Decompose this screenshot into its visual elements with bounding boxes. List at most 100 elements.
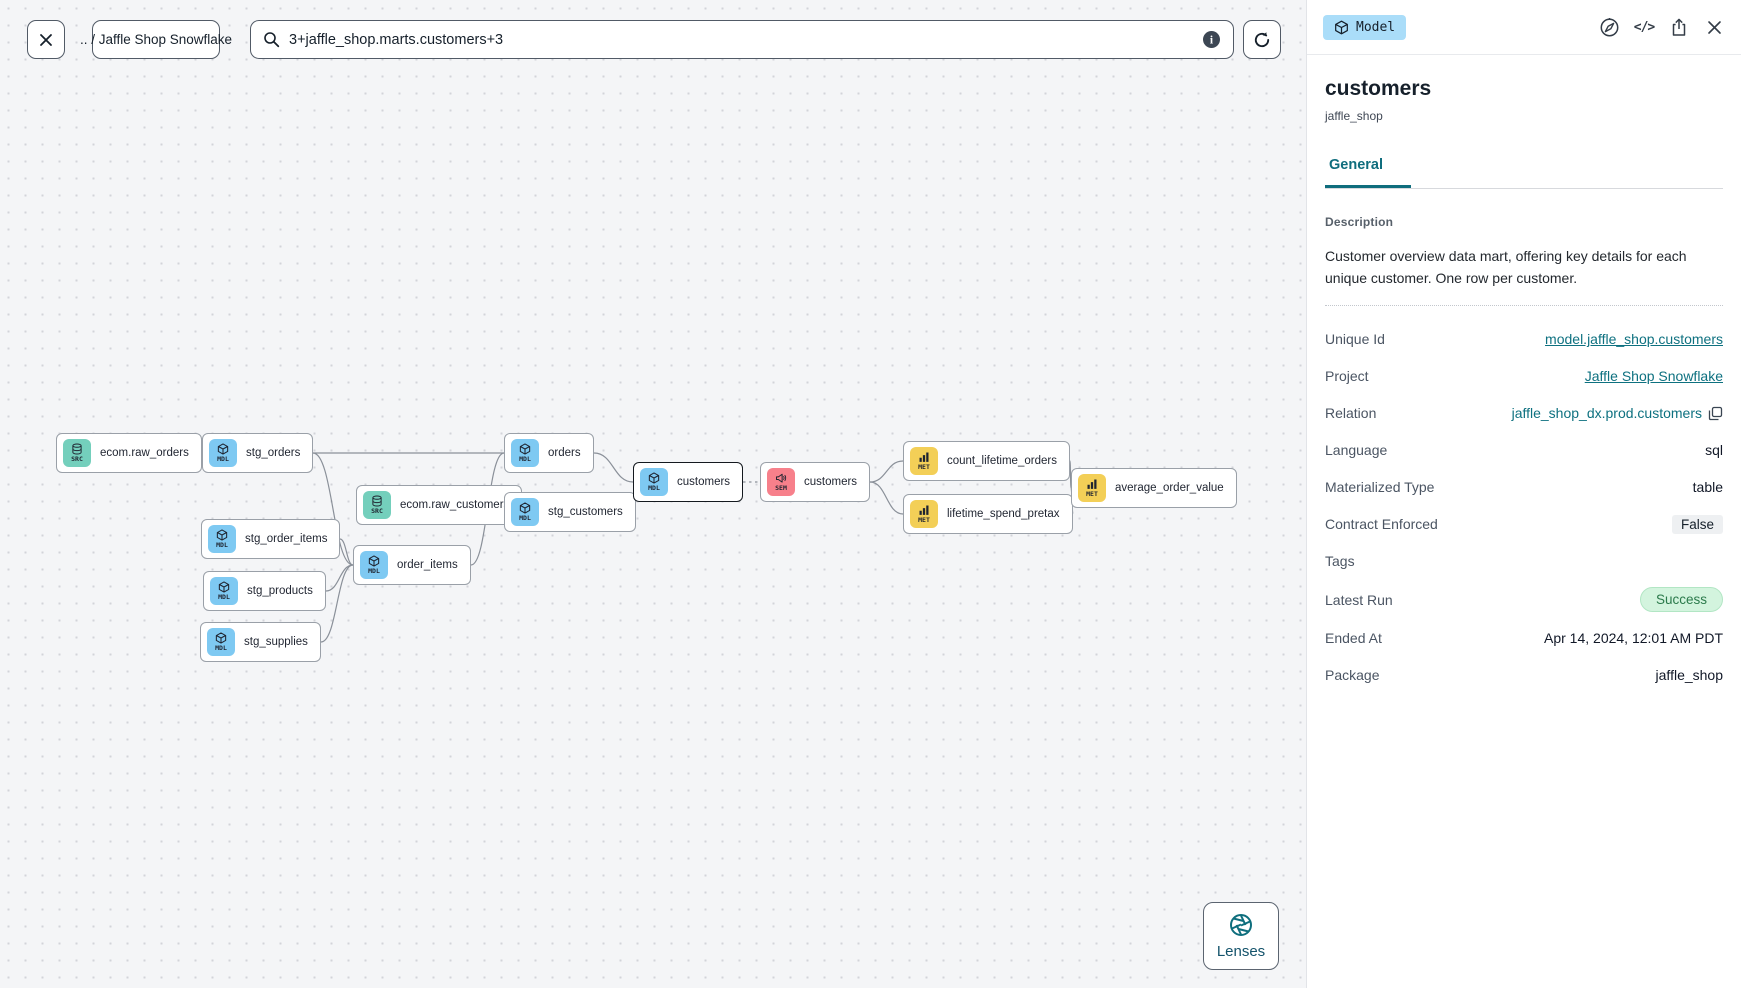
mdl-node-icon: MDL: [511, 498, 539, 526]
lenses-button[interactable]: Lenses: [1203, 902, 1279, 970]
edge-stg_products-to-order_items: [325, 564, 354, 592]
node-label: ecom.raw_customers: [400, 499, 510, 511]
resource-type-badge: Model: [1323, 14, 1407, 40]
field-value: Apr 14, 2024, 12:01 AM PDT: [1544, 630, 1723, 646]
field-label: Unique Id: [1325, 331, 1385, 348]
model-cube-icon: [216, 529, 228, 541]
mdl-node-icon: MDL: [360, 551, 388, 579]
field-value: jaffle_shop: [1656, 667, 1723, 683]
semantic-megaphone-icon: [776, 474, 787, 483]
field-link[interactable]: Jaffle Shop Snowflake: [1584, 368, 1723, 385]
edge-orders-to-customers: [593, 452, 634, 483]
description-heading: Description: [1325, 215, 1394, 229]
field-link[interactable]: model.jaffle_shop.customers: [1545, 331, 1723, 348]
field-row-relation: Relation jaffle_shop_dx.prod.customers: [1325, 402, 1723, 424]
divider: [1325, 305, 1723, 307]
graph-node-ecom_raw_customers[interactable]: SRC ecom.raw_customers: [356, 485, 523, 525]
refresh-icon: [1254, 31, 1270, 47]
lineage-canvas[interactable]: .. / Jaffle Shop Snowflake i SRC ecom.raw…: [0, 0, 1306, 988]
status-badge: Success: [1639, 587, 1723, 613]
tab-bar: General: [1325, 157, 1723, 189]
explore-button[interactable]: [1598, 16, 1620, 38]
graph-node-lifetime_spend_pretax[interactable]: MET lifetime_spend_pretax: [903, 494, 1073, 534]
search-input[interactable]: [289, 31, 1193, 48]
met-node-icon: MET: [1078, 474, 1106, 502]
info-icon[interactable]: i: [1202, 30, 1221, 49]
node-label: stg_order_items: [245, 533, 328, 545]
field-value: Jaffle Shop Snowflake: [1585, 368, 1723, 384]
field-label: Tags: [1325, 553, 1355, 570]
package-subtitle: jaffle_shop: [1325, 109, 1383, 123]
tab-general[interactable]: General: [1325, 157, 1411, 188]
node-label: average_order_value: [1115, 482, 1224, 494]
sem-node-icon: SEM: [767, 468, 795, 496]
field-label: Materialized Type: [1325, 479, 1435, 496]
field-value: table: [1693, 479, 1723, 495]
field-value: Success: [1639, 587, 1723, 613]
graph-node-average_order_value[interactable]: MET average_order_value: [1071, 468, 1237, 508]
src-node-icon: SRC: [363, 491, 391, 519]
field-value: sql: [1705, 442, 1723, 458]
model-cube-icon: [648, 472, 660, 484]
field-text: table: [1692, 479, 1723, 496]
mdl-node-icon: MDL: [210, 577, 238, 605]
close-lineage-button[interactable]: [27, 20, 65, 59]
mdl-node-icon: MDL: [207, 628, 235, 656]
graph-node-order_items[interactable]: MDL order_items: [353, 545, 471, 585]
detail-panel: Model </> customers jaffle_shop General: [1306, 0, 1741, 988]
lenses-aperture-icon: [1230, 913, 1252, 936]
copy-icon: [1708, 406, 1723, 420]
model-cube-icon: [519, 502, 531, 514]
node-label: ecom.raw_orders: [100, 447, 189, 459]
mdl-node-icon: MDL: [640, 468, 668, 496]
model-cube-icon: [1335, 20, 1348, 34]
source-database-icon: [72, 443, 82, 455]
source-database-icon: [372, 495, 382, 507]
refresh-button[interactable]: [1243, 20, 1281, 59]
lineage-search: i: [250, 20, 1234, 59]
met-node-icon: MET: [910, 500, 938, 528]
field-text: Apr 14, 2024, 12:01 AM PDT: [1544, 630, 1723, 647]
node-label: lifetime_spend_pretax: [947, 508, 1060, 520]
field-row-unique-id: Unique Id model.jaffle_shop.customers: [1325, 328, 1723, 350]
field-text: jaffle_shop: [1655, 667, 1723, 684]
met-node-icon: MET: [910, 447, 938, 475]
model-cube-icon: [368, 555, 380, 567]
share-button[interactable]: [1668, 16, 1690, 38]
compass-icon: [1600, 17, 1618, 36]
search-icon: [264, 32, 280, 48]
page-title: customers: [1325, 77, 1432, 100]
field-text: sql: [1705, 442, 1723, 459]
close-panel-button[interactable]: [1703, 16, 1725, 38]
src-node-icon: SRC: [63, 439, 91, 467]
copy-button[interactable]: [1708, 406, 1723, 421]
graph-node-count_lifetime_orders[interactable]: MET count_lifetime_orders: [903, 441, 1070, 481]
node-label: stg_orders: [246, 447, 301, 459]
breadcrumb[interactable]: .. / Jaffle Shop Snowflake: [80, 20, 232, 59]
node-label: order_items: [397, 559, 458, 571]
graph-node-ecom_raw_orders[interactable]: SRC ecom.raw_orders: [56, 433, 202, 473]
metric-chart-icon: [919, 505, 929, 516]
status-badge: False: [1671, 514, 1723, 534]
relation-value: jaffle_shop_dx.prod.customers: [1511, 405, 1702, 422]
field-label: Relation: [1325, 405, 1377, 422]
metric-chart-icon: [1087, 479, 1097, 490]
node-label: count_lifetime_orders: [947, 455, 1057, 467]
share-icon: [1672, 18, 1686, 36]
model-cube-icon: [215, 632, 227, 644]
code-button[interactable]: </>: [1633, 16, 1656, 38]
